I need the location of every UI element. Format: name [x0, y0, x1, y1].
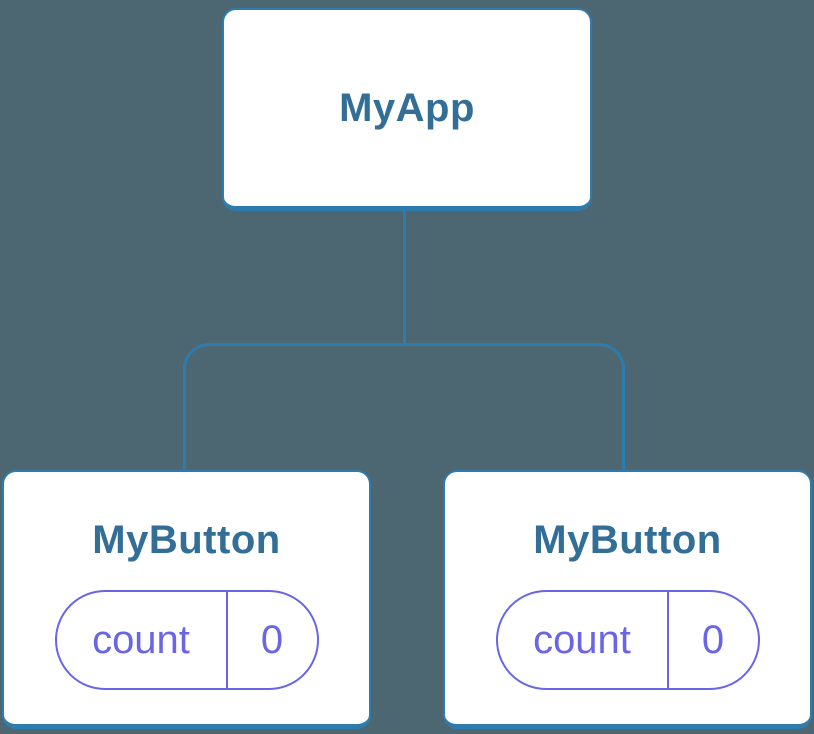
connector-branch-bracket — [183, 343, 625, 471]
state-key: count — [92, 617, 190, 662]
state-value: 0 — [225, 592, 317, 688]
state-key: count — [533, 617, 631, 662]
child-node-right: MyButton count 0 — [443, 470, 812, 729]
root-node-label: MyApp — [339, 86, 475, 130]
child-node-left: MyButton count 0 — [2, 470, 371, 729]
child-node-label: MyButton — [92, 518, 281, 562]
state-value: 0 — [666, 592, 758, 688]
root-node: MyApp — [222, 8, 592, 211]
connector-trunk-line — [403, 209, 406, 345]
state-pill: count 0 — [54, 590, 319, 690]
state-pill: count 0 — [495, 590, 760, 690]
child-node-label: MyButton — [533, 518, 722, 562]
